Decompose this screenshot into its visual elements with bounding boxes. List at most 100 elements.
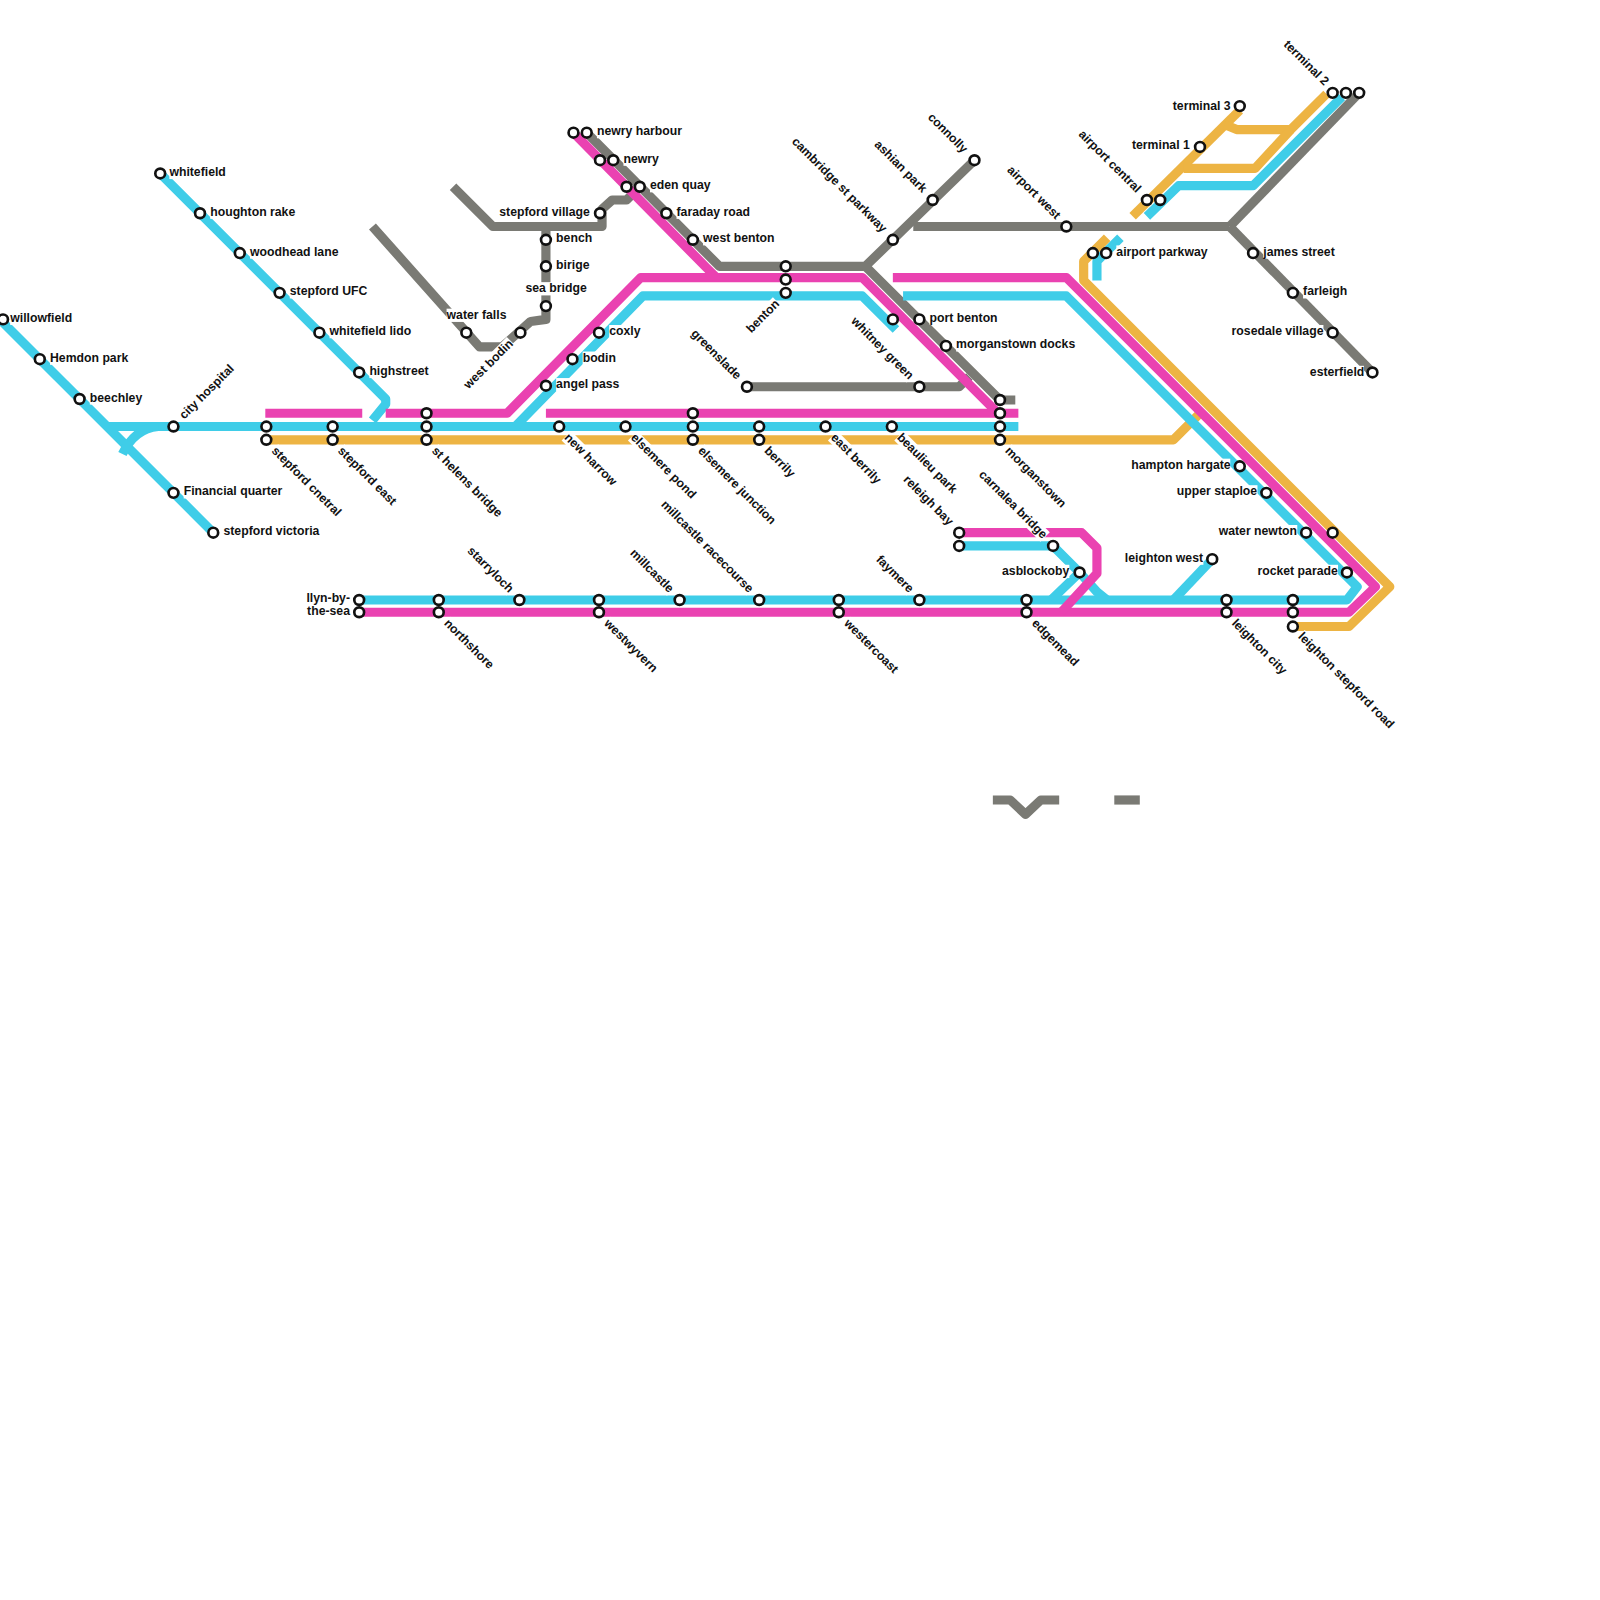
station-label: houghton rake xyxy=(210,206,295,219)
station-marker xyxy=(1261,488,1271,498)
station-label: water newton xyxy=(1219,525,1297,538)
station-label: woodhead lane xyxy=(250,245,338,258)
station-marker xyxy=(595,155,605,165)
route-line xyxy=(959,546,1079,600)
station-label: terminal 3 xyxy=(1173,99,1231,112)
station-marker xyxy=(582,128,592,138)
station-marker xyxy=(75,394,85,404)
route-line xyxy=(546,409,1018,418)
station-label: airport parkway xyxy=(1116,245,1207,258)
station-marker xyxy=(635,182,645,192)
station-marker xyxy=(995,395,1005,405)
route-line xyxy=(1230,227,1373,373)
station-label: hampton hargate xyxy=(1131,459,1230,472)
station-marker xyxy=(688,235,698,245)
station-marker xyxy=(1301,528,1311,538)
station-marker xyxy=(541,301,551,311)
station-label: bench xyxy=(556,232,592,245)
station-label: benton xyxy=(744,297,782,335)
route-line xyxy=(1230,93,1360,227)
station-marker xyxy=(514,595,524,605)
station-label: newry harbour xyxy=(597,125,682,138)
station-marker xyxy=(608,155,618,165)
station-label: stepford cnetral xyxy=(269,444,344,519)
route-line xyxy=(913,222,1229,231)
station-marker xyxy=(688,435,698,445)
station-marker xyxy=(328,435,338,445)
station-label: Financial quarter xyxy=(184,485,283,498)
route-line xyxy=(107,422,1018,431)
station-marker xyxy=(569,128,579,138)
station-label: highstreet xyxy=(369,365,428,378)
station-marker xyxy=(1248,248,1258,258)
route-line xyxy=(865,266,1015,400)
station-marker xyxy=(554,422,564,432)
station-marker xyxy=(954,541,964,551)
station-marker xyxy=(328,422,338,432)
station-marker xyxy=(261,422,271,432)
station-marker xyxy=(314,328,324,338)
station-marker xyxy=(1288,622,1298,632)
station-label: whitefield lido xyxy=(330,325,412,338)
station-label: upper staploe xyxy=(1177,485,1257,498)
station-marker xyxy=(995,422,1005,432)
station-marker xyxy=(688,422,698,432)
station-marker xyxy=(754,435,764,445)
route-line xyxy=(1097,238,1120,281)
station-marker xyxy=(155,169,165,179)
route-line xyxy=(1133,110,1240,216)
station-label: stepford east xyxy=(335,444,399,508)
station-marker xyxy=(688,408,698,418)
station-marker xyxy=(1101,248,1111,258)
station-marker xyxy=(661,208,671,218)
station-label: stepford UFC xyxy=(290,285,368,298)
station-marker xyxy=(422,408,432,418)
station-label: beechley xyxy=(90,391,142,404)
station-marker xyxy=(1288,288,1298,298)
station-marker xyxy=(954,528,964,538)
station-marker xyxy=(1222,595,1232,605)
route-line xyxy=(359,278,1375,613)
station-label: james street xyxy=(1263,245,1334,258)
station-label: stepford victoria xyxy=(223,525,319,538)
station-marker xyxy=(754,595,764,605)
route-line xyxy=(515,296,896,427)
station-label: airport west xyxy=(1004,164,1062,222)
station-label: st helens bridge xyxy=(429,444,505,520)
station-marker xyxy=(568,354,578,364)
station-marker xyxy=(622,182,632,192)
station-marker xyxy=(235,248,245,258)
station-label: farleigh xyxy=(1303,285,1347,298)
station-label: port benton xyxy=(930,312,998,325)
station-marker xyxy=(434,607,444,617)
station-marker xyxy=(834,607,844,617)
station-marker xyxy=(928,195,938,205)
station-label: esterfield xyxy=(1310,366,1364,379)
station-marker xyxy=(354,595,364,605)
station-label: faraday road xyxy=(677,206,751,219)
station-label: llyn-by- the-sea xyxy=(299,592,350,619)
station-marker xyxy=(541,235,551,245)
station-label: starryloch xyxy=(465,544,516,595)
station-marker xyxy=(422,435,432,445)
station-marker xyxy=(541,381,551,391)
station-marker xyxy=(1155,195,1165,205)
station-marker xyxy=(434,595,444,605)
station-marker xyxy=(1075,568,1085,578)
station-label: greenslade xyxy=(688,327,743,382)
route-line xyxy=(993,800,1059,814)
station-marker xyxy=(1235,101,1245,111)
route-line xyxy=(959,533,1097,613)
station-marker xyxy=(1342,568,1352,578)
station-label: connolly xyxy=(925,111,970,156)
station-label: airport central xyxy=(1076,128,1144,196)
station-marker xyxy=(675,595,685,605)
station-label: westercoast xyxy=(841,617,900,676)
route-line xyxy=(359,296,1357,600)
station-marker xyxy=(1222,607,1232,617)
station-marker xyxy=(888,235,898,245)
station-marker xyxy=(1328,528,1338,538)
station-marker xyxy=(0,314,8,324)
station-marker xyxy=(275,288,285,298)
station-label: angel pass xyxy=(556,378,619,391)
